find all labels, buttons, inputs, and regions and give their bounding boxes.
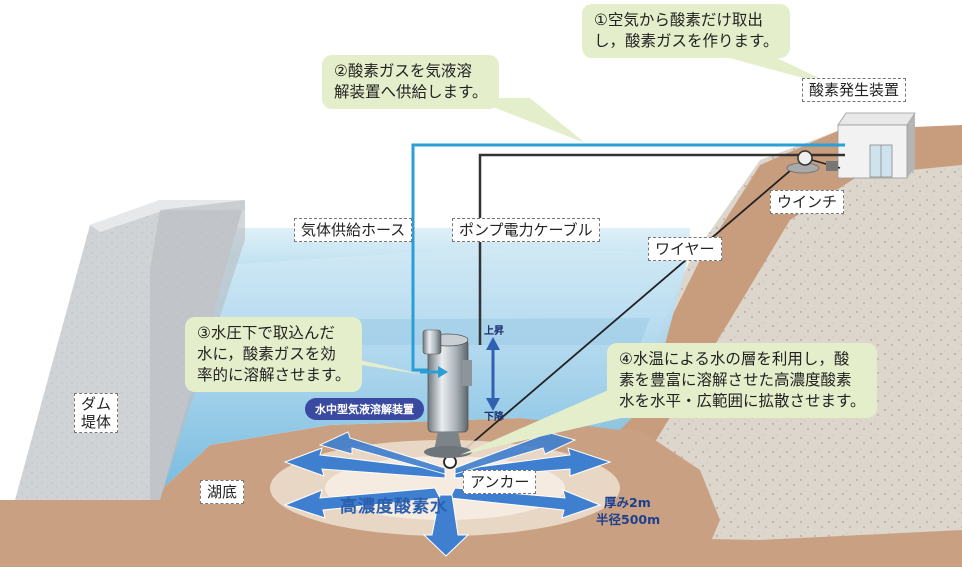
- label-up: 上昇: [484, 326, 504, 337]
- label-anchor: アンカー: [463, 470, 537, 494]
- callout3-line1: ③水圧下で取込んだ: [197, 324, 335, 342]
- pump-cable-line: [478, 153, 845, 345]
- callout3-line3: 率的に溶解させます。: [197, 366, 351, 384]
- spread-arrows: [283, 429, 612, 557]
- label-thickness: 厚み2m: [604, 495, 651, 510]
- callout4-line1: ④水温による水の層を利用し，酸: [619, 350, 850, 368]
- label-dam-line1: ダム: [81, 395, 112, 413]
- callout1-line2: し，酸素ガスを作ります。: [594, 32, 779, 50]
- label-radius: 半径500m: [596, 512, 661, 527]
- label-wire: ワイヤー: [648, 237, 722, 261]
- label-dam: ダム 堤体: [74, 393, 119, 433]
- label-lakebed: 湖底: [200, 480, 245, 504]
- callout2-line2: 解装置へ供給します。: [334, 83, 488, 101]
- label-oxygen-plant: 酸素発生装置: [802, 78, 907, 102]
- label-pump-cable: ポンプ電力ケーブル: [452, 218, 600, 242]
- callout4-line3: 水を水平・広範囲に拡散させます。: [619, 392, 866, 410]
- oxygen-plant-building: [837, 112, 916, 179]
- hill-soil: [560, 125, 962, 520]
- label-winch: ウインチ: [770, 190, 845, 214]
- label-down: 下降: [484, 412, 504, 423]
- callout-dissolution: ③水圧下で取込んだ 水に，酸素ガスを効 率的に溶解させます。: [185, 317, 363, 392]
- callout-diffusion: ④水温による水の層を利用し，酸 素を豊富に溶解させた高濃度酸素 水を水平・広範囲…: [607, 343, 878, 418]
- ground-strip: [0, 495, 962, 567]
- callout3-line2: 水に，酸素ガスを効: [197, 345, 336, 363]
- winch-icon: [786, 150, 838, 174]
- callout4-line2: 素を豊富に溶解させた高濃度酸素: [619, 371, 852, 389]
- callout-oxygen-generation: ①空気から酸素だけ取出 し，酸素ガスを作ります。: [582, 4, 791, 58]
- device-name-badge: 水中型気液溶解装置: [305, 398, 424, 420]
- up-down-arrow: [486, 337, 500, 411]
- callout2-tail: [470, 98, 585, 143]
- label-gas-hose: 気体供給ホース: [294, 218, 413, 242]
- label-dam-line2: 堤体: [81, 413, 112, 431]
- dissolution-device: [422, 329, 472, 458]
- callout2-line1: ②酸素ガスを気液溶: [334, 62, 472, 80]
- wire-line: [449, 157, 806, 463]
- water-body: [150, 250, 690, 500]
- gas-hose-line: [411, 143, 845, 372]
- spread-text: 高濃度酸素水: [340, 497, 448, 517]
- callout-oxygen-supply: ②酸素ガスを気液溶 解装置へ供給します。: [322, 55, 500, 109]
- callout1-line1: ①空気から酸素だけ取出: [594, 11, 763, 29]
